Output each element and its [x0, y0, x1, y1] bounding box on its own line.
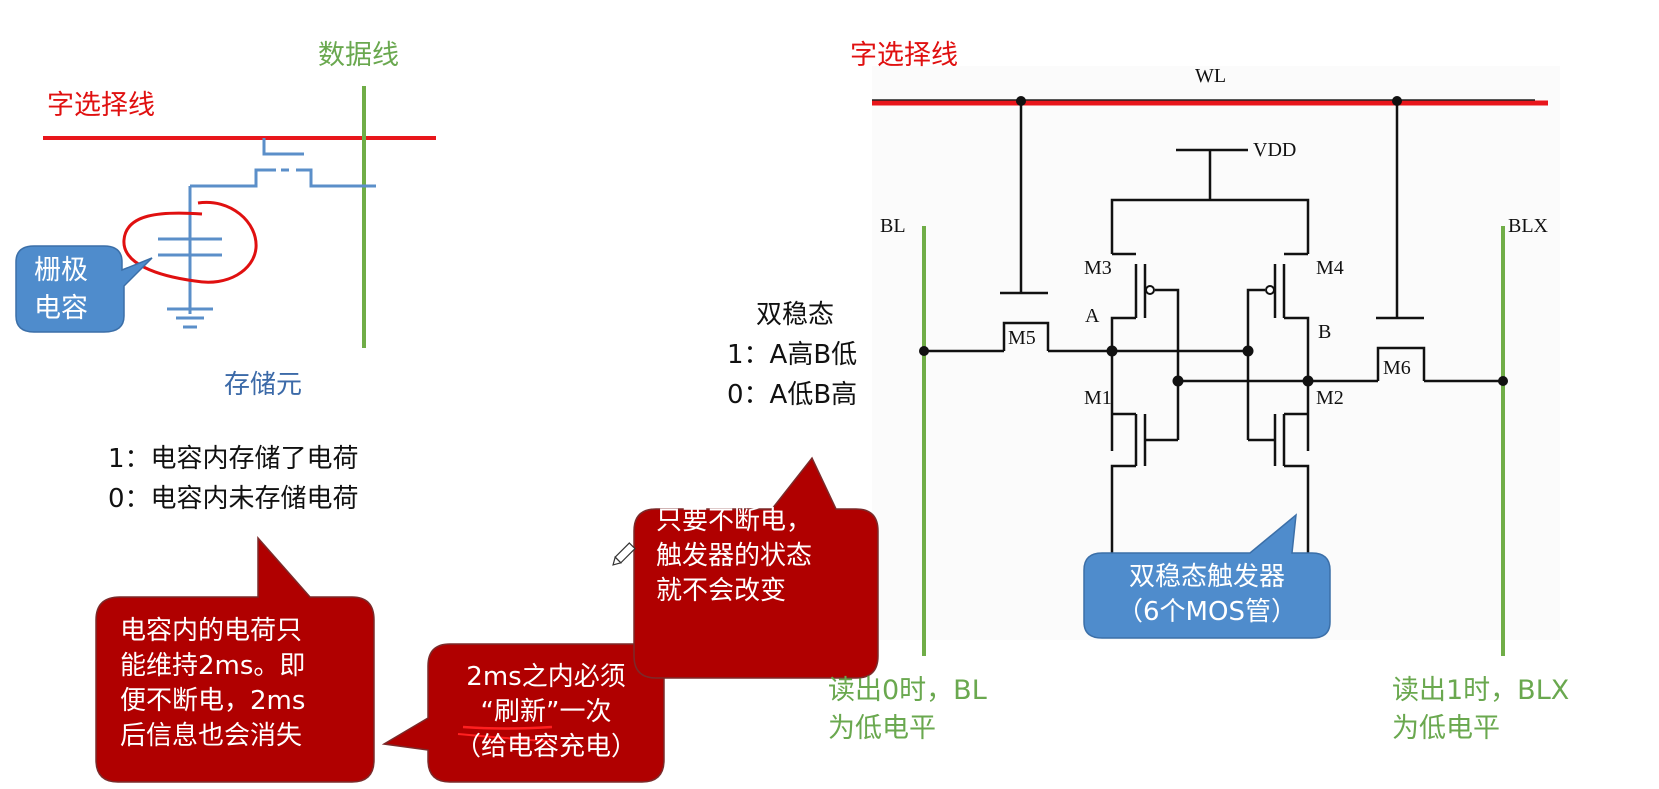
- read0-line-1: 读出0时，BL: [828, 675, 987, 706]
- refresh-line-2: “刷新”一次: [480, 697, 612, 727]
- dram-cell: [15, 86, 665, 783]
- charge-line-1: 电容内的电荷只: [120, 616, 303, 646]
- read1-note: 读出1时，BLX 为低电平: [1392, 672, 1569, 748]
- gate-cap-callout-shape: [15, 245, 153, 333]
- gate-cap-line-2: 电容: [34, 293, 88, 324]
- dram-state-1: 1：电容内存储了电荷: [108, 444, 359, 474]
- power-callout-shape: [633, 456, 879, 679]
- schematic-wires: [924, 101, 1503, 580]
- read0-note: 读出0时，BL 为低电平: [828, 672, 987, 748]
- flipflop-line-1: 双稳态触发器: [1128, 562, 1285, 592]
- bistable-title: 双稳态: [756, 300, 835, 330]
- blx-junction: [1498, 376, 1508, 386]
- hand-drawn-circle: [122, 200, 258, 284]
- data-line-label: 数据线: [318, 40, 399, 71]
- charge-line-2: 能维持2ms。即: [120, 651, 306, 681]
- flipflop-callout: 双稳态触发器 （6个MOS管）: [1084, 560, 1330, 630]
- schematic-background: [872, 66, 1560, 640]
- cell-label: 存储元: [224, 370, 303, 400]
- vdd-label: VDD: [1253, 139, 1297, 161]
- ground-icon: [167, 307, 213, 329]
- bl-label: BL: [880, 215, 906, 237]
- dram-word-line-label: 字选择线: [47, 90, 155, 121]
- m2-label: M2: [1316, 387, 1344, 409]
- blx-label: BLX: [1508, 215, 1548, 237]
- m3-label: M3: [1084, 257, 1112, 279]
- access-transistor: [188, 138, 376, 314]
- wl-label: WL: [1195, 65, 1227, 87]
- read1-line-1: 读出1时，BLX: [1392, 675, 1570, 706]
- sram-word-line-label: 字选择线: [850, 40, 958, 71]
- refresh-line-1: 2ms之内必须: [466, 662, 626, 692]
- charge-line-3: 便不断电，2ms: [120, 686, 306, 716]
- pencil-cursor-icon: [612, 542, 636, 566]
- capacitor-icon: [158, 237, 222, 257]
- m5-label: M5: [1008, 327, 1036, 349]
- node-b-label: B: [1318, 321, 1332, 343]
- charge-callout: 电容内的电荷只 能维持2ms。即 便不断电，2ms 后信息也会消失: [120, 614, 305, 754]
- m4-label: M4: [1316, 257, 1344, 279]
- cross-junction-b: [1172, 375, 1184, 387]
- m6-label: M6: [1383, 357, 1411, 379]
- bl-junction: [919, 346, 929, 356]
- refresh-line-3: （给电容充电）: [454, 732, 637, 762]
- cross-junction-a: [1242, 345, 1254, 357]
- power-line-3: 就不会改变: [656, 576, 787, 606]
- pmos-bubble-m3: [1145, 285, 1155, 295]
- power-callout: 只要不断电， 触发器的状态 就不会改变: [656, 504, 812, 609]
- read1-line-2: 为低电平: [1392, 713, 1500, 744]
- node-a-label: A: [1085, 305, 1100, 327]
- charge-callout-shape: [95, 536, 375, 783]
- flipflop-callout-shape: [1083, 513, 1331, 639]
- power-line-1: 只要不断电，: [656, 506, 813, 536]
- flipflop-line-2: （6个MOS管）: [1117, 597, 1297, 627]
- gate-cap-callout: 栅极 电容: [34, 252, 88, 328]
- gate-cap-line-1: 栅极: [34, 255, 88, 286]
- read0-line-2: 为低电平: [828, 713, 936, 744]
- node-a-junction: [1106, 345, 1118, 357]
- bistable-state-1: 1：A高B低: [727, 340, 858, 370]
- refresh-callout: 2ms之内必须 “刷新”一次 （给电容充电）: [428, 660, 664, 765]
- dram-state-0: 0：电容内未存储电荷: [108, 484, 359, 514]
- charge-line-4: 后信息也会消失: [120, 721, 303, 751]
- m1-label: M1: [1084, 387, 1112, 409]
- power-line-2: 触发器的状态: [656, 541, 813, 571]
- bistable-state-0: 0：A低B高: [727, 380, 858, 410]
- sram-cell: [612, 66, 1560, 679]
- pmos-bubble-m4: [1265, 285, 1275, 295]
- node-b-junction: [1302, 375, 1314, 387]
- refresh-underline: [462, 725, 553, 730]
- refresh-underline-2: [457, 733, 557, 743]
